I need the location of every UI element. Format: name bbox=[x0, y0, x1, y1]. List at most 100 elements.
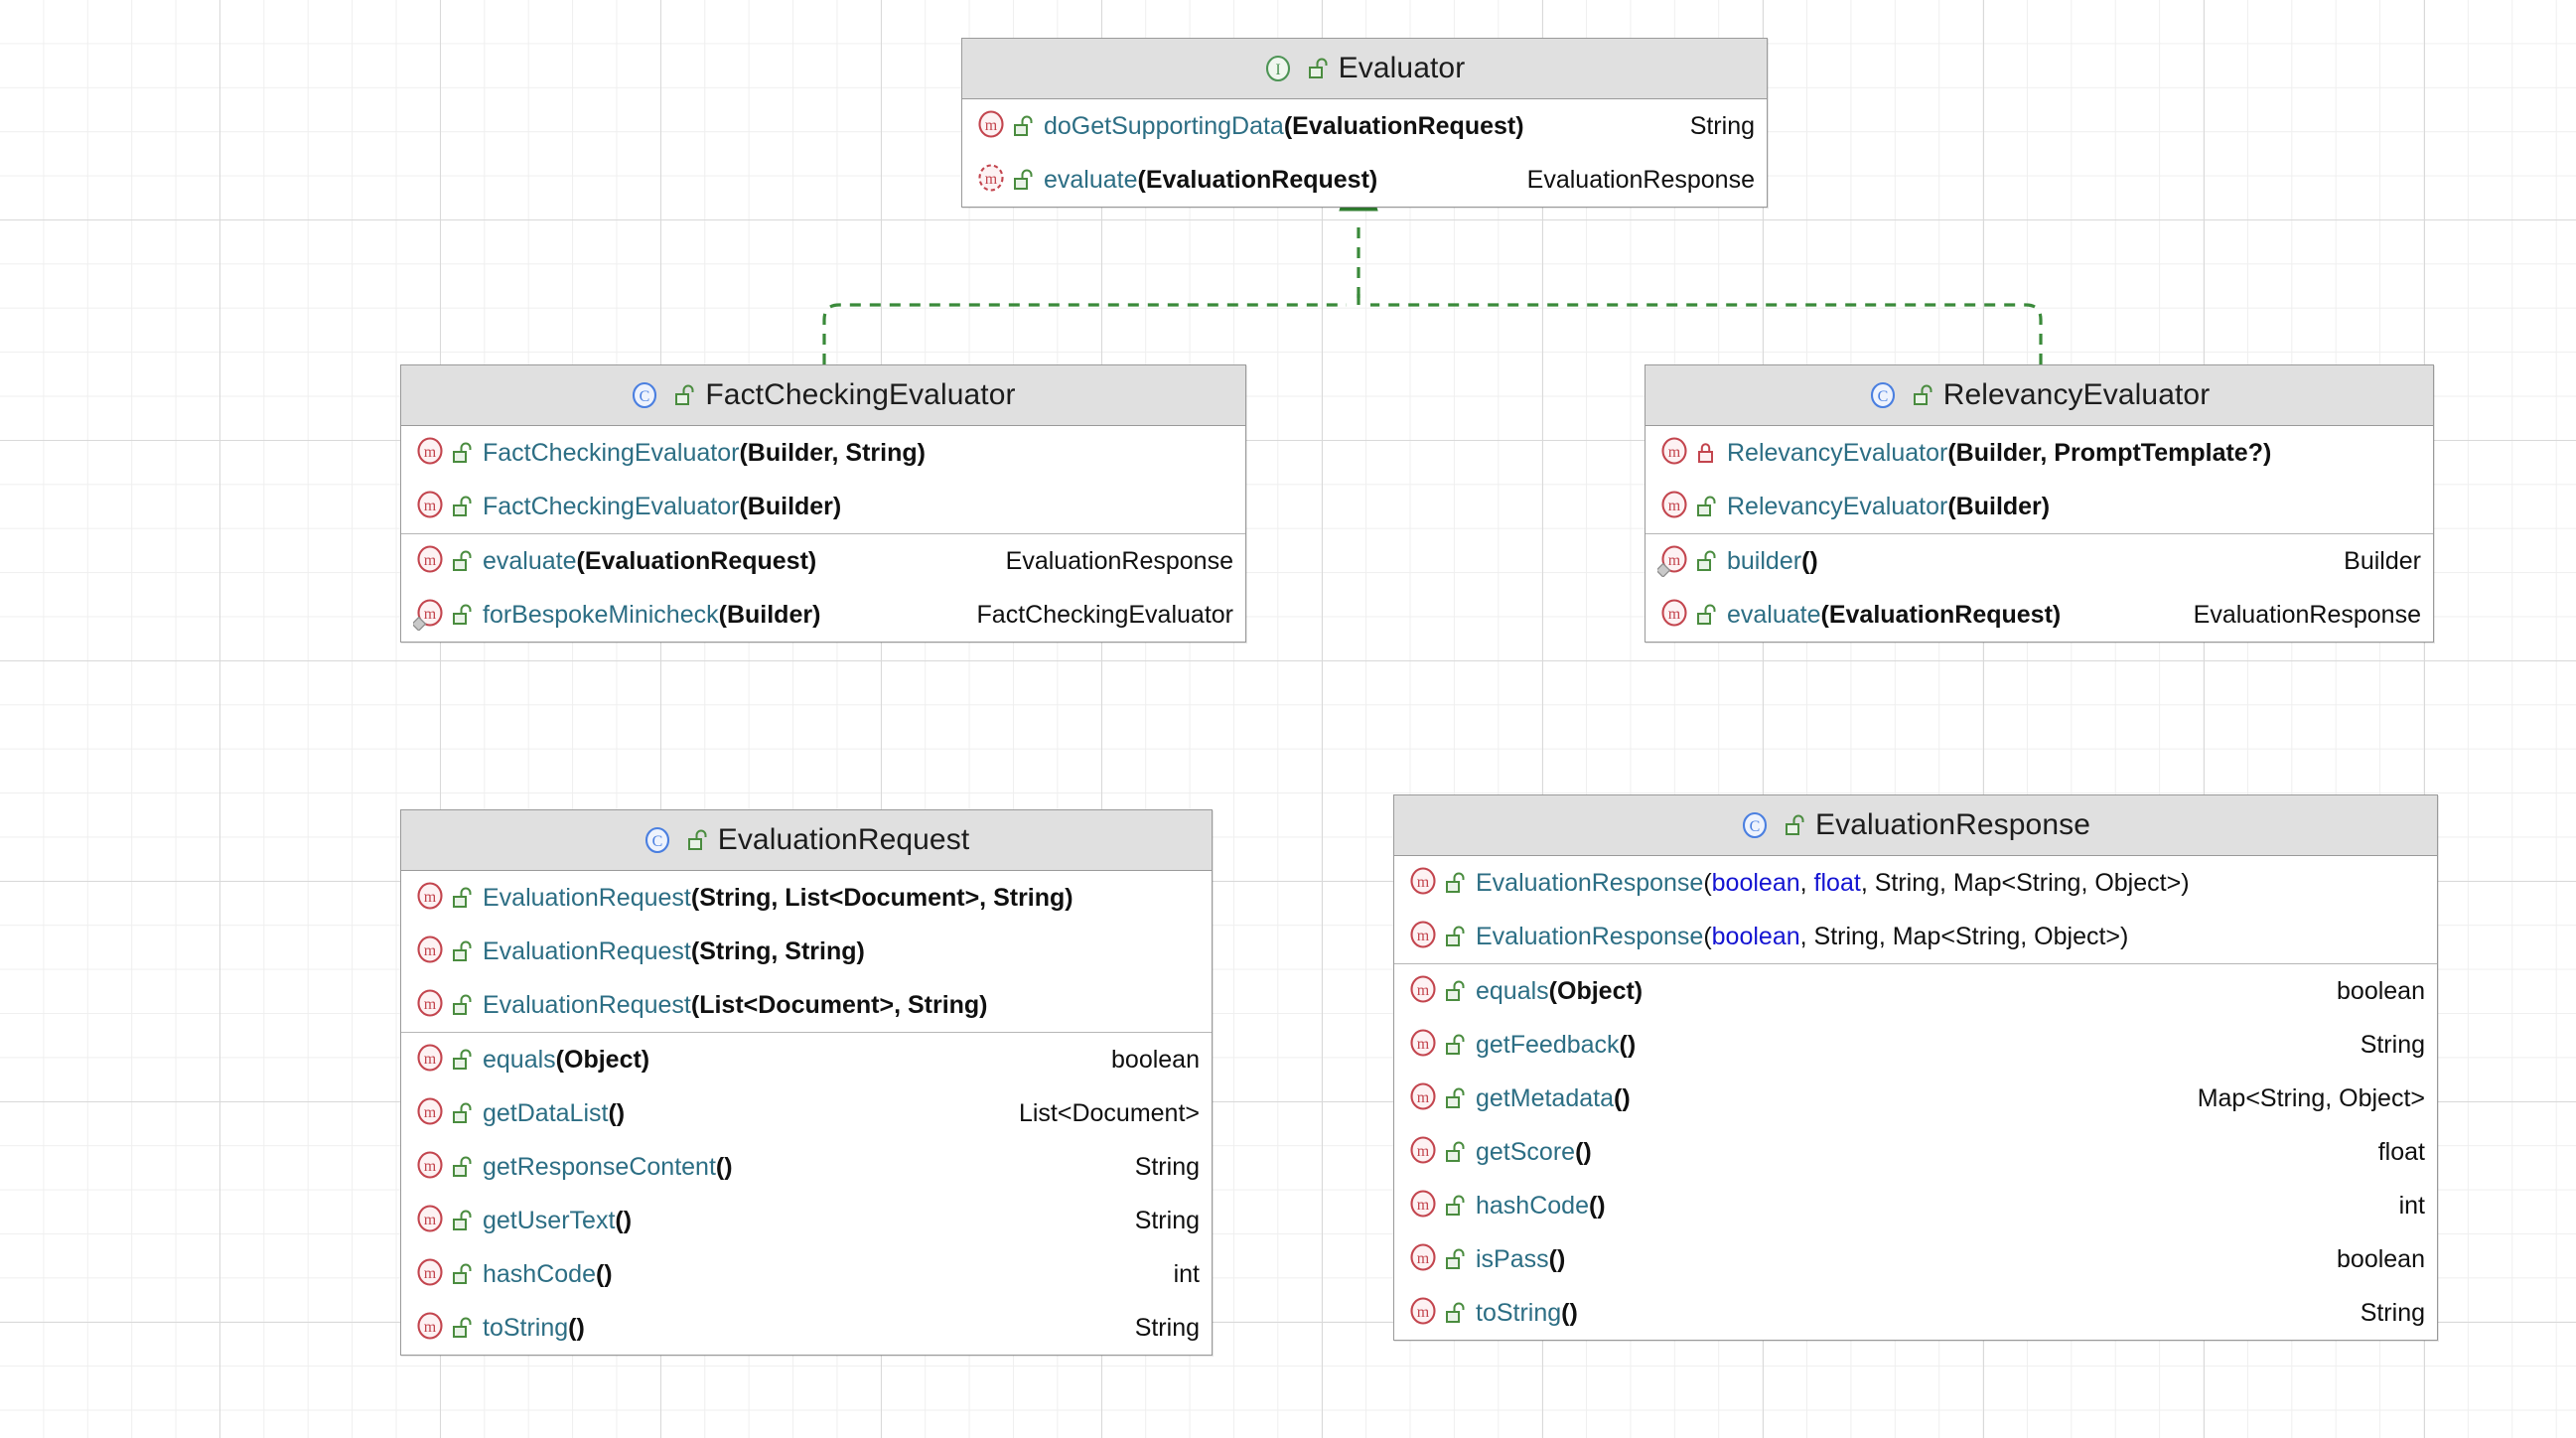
public-unlock-icon bbox=[453, 604, 472, 625]
class-header[interactable]: I Evaluator bbox=[962, 39, 1767, 99]
public-unlock-icon bbox=[453, 442, 472, 463]
member-params: (Object) bbox=[555, 1045, 650, 1074]
uml-class-box-evaluationresponse[interactable]: C EvaluationResponse m EvaluationRespons… bbox=[1393, 794, 2438, 1341]
member-row[interactable]: m getMetadata()Map<String, Object> bbox=[1394, 1072, 2437, 1125]
member-icons: m bbox=[413, 599, 474, 631]
svg-text:C: C bbox=[651, 833, 662, 850]
member-icons: m bbox=[1406, 1082, 1467, 1114]
member-row[interactable]: m toString()String bbox=[401, 1301, 1212, 1355]
member-name: RelevancyEvaluator bbox=[1727, 438, 1948, 467]
member-icons: m bbox=[1657, 545, 1718, 577]
member-icons: m bbox=[1406, 1297, 1467, 1329]
member-row[interactable]: m doGetSupportingData(EvaluationRequest)… bbox=[962, 99, 1767, 153]
member-return-type: boolean bbox=[2337, 976, 2425, 1005]
class-name: Evaluator bbox=[1338, 52, 1466, 84]
member-row[interactable]: m builder()Builder bbox=[1646, 534, 2433, 588]
svg-text:m: m bbox=[424, 1212, 437, 1228]
member-row[interactable]: m equals(Object)boolean bbox=[401, 1033, 1212, 1086]
member-row[interactable]: m EvaluationRequest(String, String) bbox=[401, 925, 1212, 978]
member-icons: m bbox=[413, 437, 474, 469]
public-unlock-icon bbox=[1446, 872, 1465, 893]
member-signature: getResponseContent() bbox=[483, 1153, 733, 1181]
class-header[interactable]: C EvaluationRequest bbox=[401, 810, 1212, 871]
member-row[interactable]: m getResponseContent()String bbox=[401, 1140, 1212, 1194]
public-unlock-icon bbox=[1446, 1195, 1465, 1216]
member-icons: m bbox=[413, 1097, 474, 1129]
member-params: (String, List<Document>, String) bbox=[690, 883, 1073, 912]
member-row[interactable]: m forBespokeMinicheck(Builder)FactChecki… bbox=[401, 588, 1245, 642]
member-row[interactable]: m hashCode()int bbox=[1394, 1179, 2437, 1232]
member-params: (EvaluationRequest) bbox=[576, 546, 817, 575]
member-name: EvaluationRequest bbox=[483, 883, 691, 912]
member-row[interactable]: m toString()String bbox=[1394, 1286, 2437, 1340]
member-param-token: float bbox=[1813, 868, 1861, 897]
class-header[interactable]: C EvaluationResponse bbox=[1394, 795, 2437, 856]
member-name: RelevancyEvaluator bbox=[1727, 492, 1948, 520]
member-name: getUserText bbox=[483, 1206, 616, 1234]
member-row[interactable]: m RelevancyEvaluator(Builder) bbox=[1646, 480, 2433, 533]
member-signature: getScore() bbox=[1476, 1138, 1592, 1166]
member-name: getScore bbox=[1476, 1137, 1576, 1166]
member-row[interactable]: m hashCode()int bbox=[401, 1247, 1212, 1301]
class-icon: C bbox=[644, 826, 669, 854]
member-return-type: boolean bbox=[1111, 1045, 1200, 1074]
member-icons: m bbox=[974, 164, 1035, 196]
method-icon: m bbox=[1410, 1029, 1436, 1057]
member-signature: evaluate(EvaluationRequest) bbox=[1044, 166, 1377, 194]
member-params: (EvaluationRequest) bbox=[1283, 111, 1524, 140]
method-icon: m bbox=[417, 1151, 443, 1179]
member-row[interactable]: m getUserText()String bbox=[401, 1194, 1212, 1247]
member-row[interactable]: m evaluate(EvaluationRequest)EvaluationR… bbox=[1646, 588, 2433, 642]
member-params: (Builder) bbox=[718, 600, 821, 629]
member-icons: m bbox=[413, 1312, 474, 1344]
member-row[interactable]: m EvaluationResponse(boolean, String, Ma… bbox=[1394, 910, 2437, 963]
member-row[interactable]: m FactCheckingEvaluator(Builder) bbox=[401, 480, 1245, 533]
member-row[interactable]: m getScore()float bbox=[1394, 1125, 2437, 1179]
member-return-type: String bbox=[1134, 1206, 1200, 1234]
member-row[interactable]: m equals(Object)boolean bbox=[1394, 964, 2437, 1018]
static-marker bbox=[413, 616, 427, 631]
member-signature: isPass() bbox=[1476, 1245, 1565, 1273]
member-params: (Builder) bbox=[739, 492, 842, 520]
member-row[interactable]: m evaluate(EvaluationRequest) EvaluationR… bbox=[962, 153, 1767, 207]
public-unlock-icon bbox=[1446, 926, 1465, 946]
member-return-type: EvaluationResponse bbox=[1526, 165, 1755, 194]
member-param-token: , bbox=[1799, 868, 1814, 897]
public-unlock-icon bbox=[1913, 384, 1932, 405]
member-section-0: m FactCheckingEvaluator(Builder, String)… bbox=[401, 426, 1245, 533]
public-unlock-icon bbox=[1697, 550, 1716, 571]
member-name: toString bbox=[483, 1313, 569, 1342]
method-icon: m bbox=[1657, 545, 1687, 577]
member-params: () bbox=[1619, 1030, 1637, 1059]
public-unlock-icon bbox=[675, 384, 694, 405]
class-header[interactable]: C FactCheckingEvaluator bbox=[401, 365, 1245, 426]
public-unlock-icon bbox=[687, 829, 707, 850]
member-row[interactable]: m FactCheckingEvaluator(Builder, String) bbox=[401, 426, 1245, 480]
member-row[interactable]: m getFeedback()String bbox=[1394, 1018, 2437, 1072]
member-name: hashCode bbox=[1476, 1191, 1589, 1220]
class-header[interactable]: C RelevancyEvaluator bbox=[1646, 365, 2433, 426]
method-icon: m bbox=[417, 1258, 443, 1286]
uml-class-box-evaluator[interactable]: I Evaluator m doGetSupportingData(Evalua… bbox=[961, 38, 1768, 208]
member-row[interactable]: m getDataList()List<Document> bbox=[401, 1086, 1212, 1140]
member-row[interactable]: m EvaluationResponse(boolean, float, Str… bbox=[1394, 856, 2437, 910]
member-row[interactable]: m RelevancyEvaluator(Builder, PromptTemp… bbox=[1646, 426, 2433, 480]
method-icon: m bbox=[413, 599, 443, 631]
member-row[interactable]: m evaluate(EvaluationRequest)EvaluationR… bbox=[401, 534, 1245, 588]
public-unlock-icon bbox=[453, 1156, 472, 1177]
uml-class-box-evaluationrequest[interactable]: C EvaluationRequest m EvaluationRequest(… bbox=[400, 809, 1213, 1356]
svg-text:m: m bbox=[424, 942, 437, 959]
member-icons: m bbox=[413, 882, 474, 914]
uml-class-box-factcheckingevaluator[interactable]: C FactCheckingEvaluator m FactCheckingEv… bbox=[400, 364, 1246, 643]
member-return-type: boolean bbox=[2337, 1244, 2425, 1273]
member-row[interactable]: m EvaluationRequest(String, List<Documen… bbox=[401, 871, 1212, 925]
svg-text:m: m bbox=[424, 1051, 437, 1068]
member-row[interactable]: m isPass()boolean bbox=[1394, 1232, 2437, 1286]
member-name: getResponseContent bbox=[483, 1152, 716, 1181]
uml-class-box-relevancyevaluator[interactable]: C RelevancyEvaluator m RelevancyEvaluato… bbox=[1645, 364, 2434, 643]
member-row[interactable]: m EvaluationRequest(List<Document>, Stri… bbox=[401, 978, 1212, 1032]
member-icons: m bbox=[413, 1205, 474, 1236]
public-unlock-icon bbox=[1014, 115, 1033, 136]
public-unlock-icon bbox=[453, 1317, 472, 1338]
member-name: EvaluationRequest bbox=[483, 990, 691, 1019]
